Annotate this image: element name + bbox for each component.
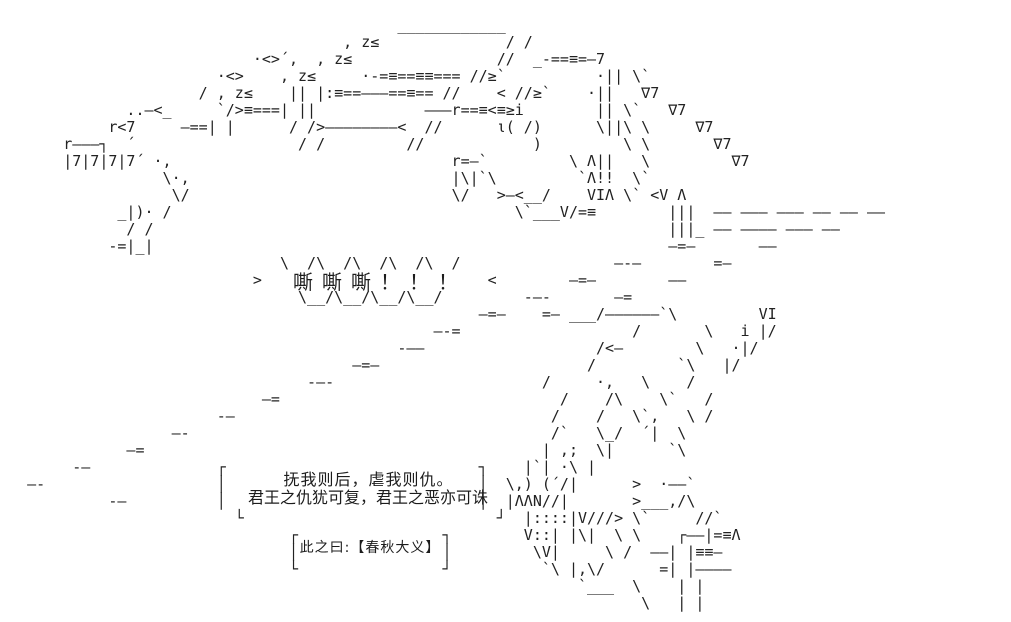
- speech-bubble-text: 嘶嘶嘶！！！: [293, 270, 467, 294]
- caption-box-text: 此之曰:【春秋大义】: [299, 540, 441, 556]
- quote-box-line-2: 君王之仇犹可复，君王之恶亦可诛: [247, 488, 488, 507]
- quote-box-line-1: 抚我则后，虐我则仇。: [283, 470, 454, 489]
- ascii-serpent-art: ____________ , z≤ / / ·<>´, , z≤ // _-==…: [27, 16, 886, 612]
